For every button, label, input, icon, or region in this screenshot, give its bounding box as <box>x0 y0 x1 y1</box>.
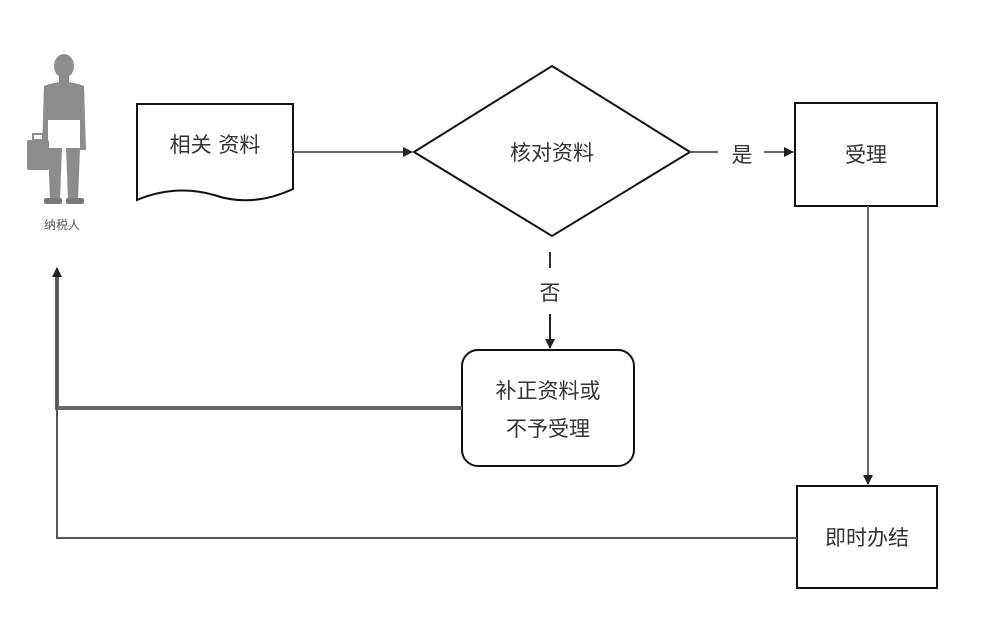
edge-correct-to-taxpayer <box>55 270 462 410</box>
documents-label: 相关 资料 <box>170 133 261 157</box>
correct-label-line1: 补正资料或 <box>496 379 601 403</box>
accept-box <box>794 102 938 207</box>
no-label: 否 <box>540 281 561 305</box>
edge-complete-to-taxpayer <box>52 267 797 539</box>
decision-shape <box>412 64 692 238</box>
verify-label: 核对资料 <box>510 141 594 165</box>
accept-label: 受理 <box>845 143 887 167</box>
taxpayer-label: 纳税人 <box>44 218 80 232</box>
correct-box <box>461 349 635 467</box>
yes-label: 是 <box>732 143 753 167</box>
document-shape <box>136 103 294 202</box>
complete-label: 即时办结 <box>825 526 909 550</box>
person-icon <box>27 54 86 204</box>
correct-label-line2: 不予受理 <box>506 417 590 441</box>
